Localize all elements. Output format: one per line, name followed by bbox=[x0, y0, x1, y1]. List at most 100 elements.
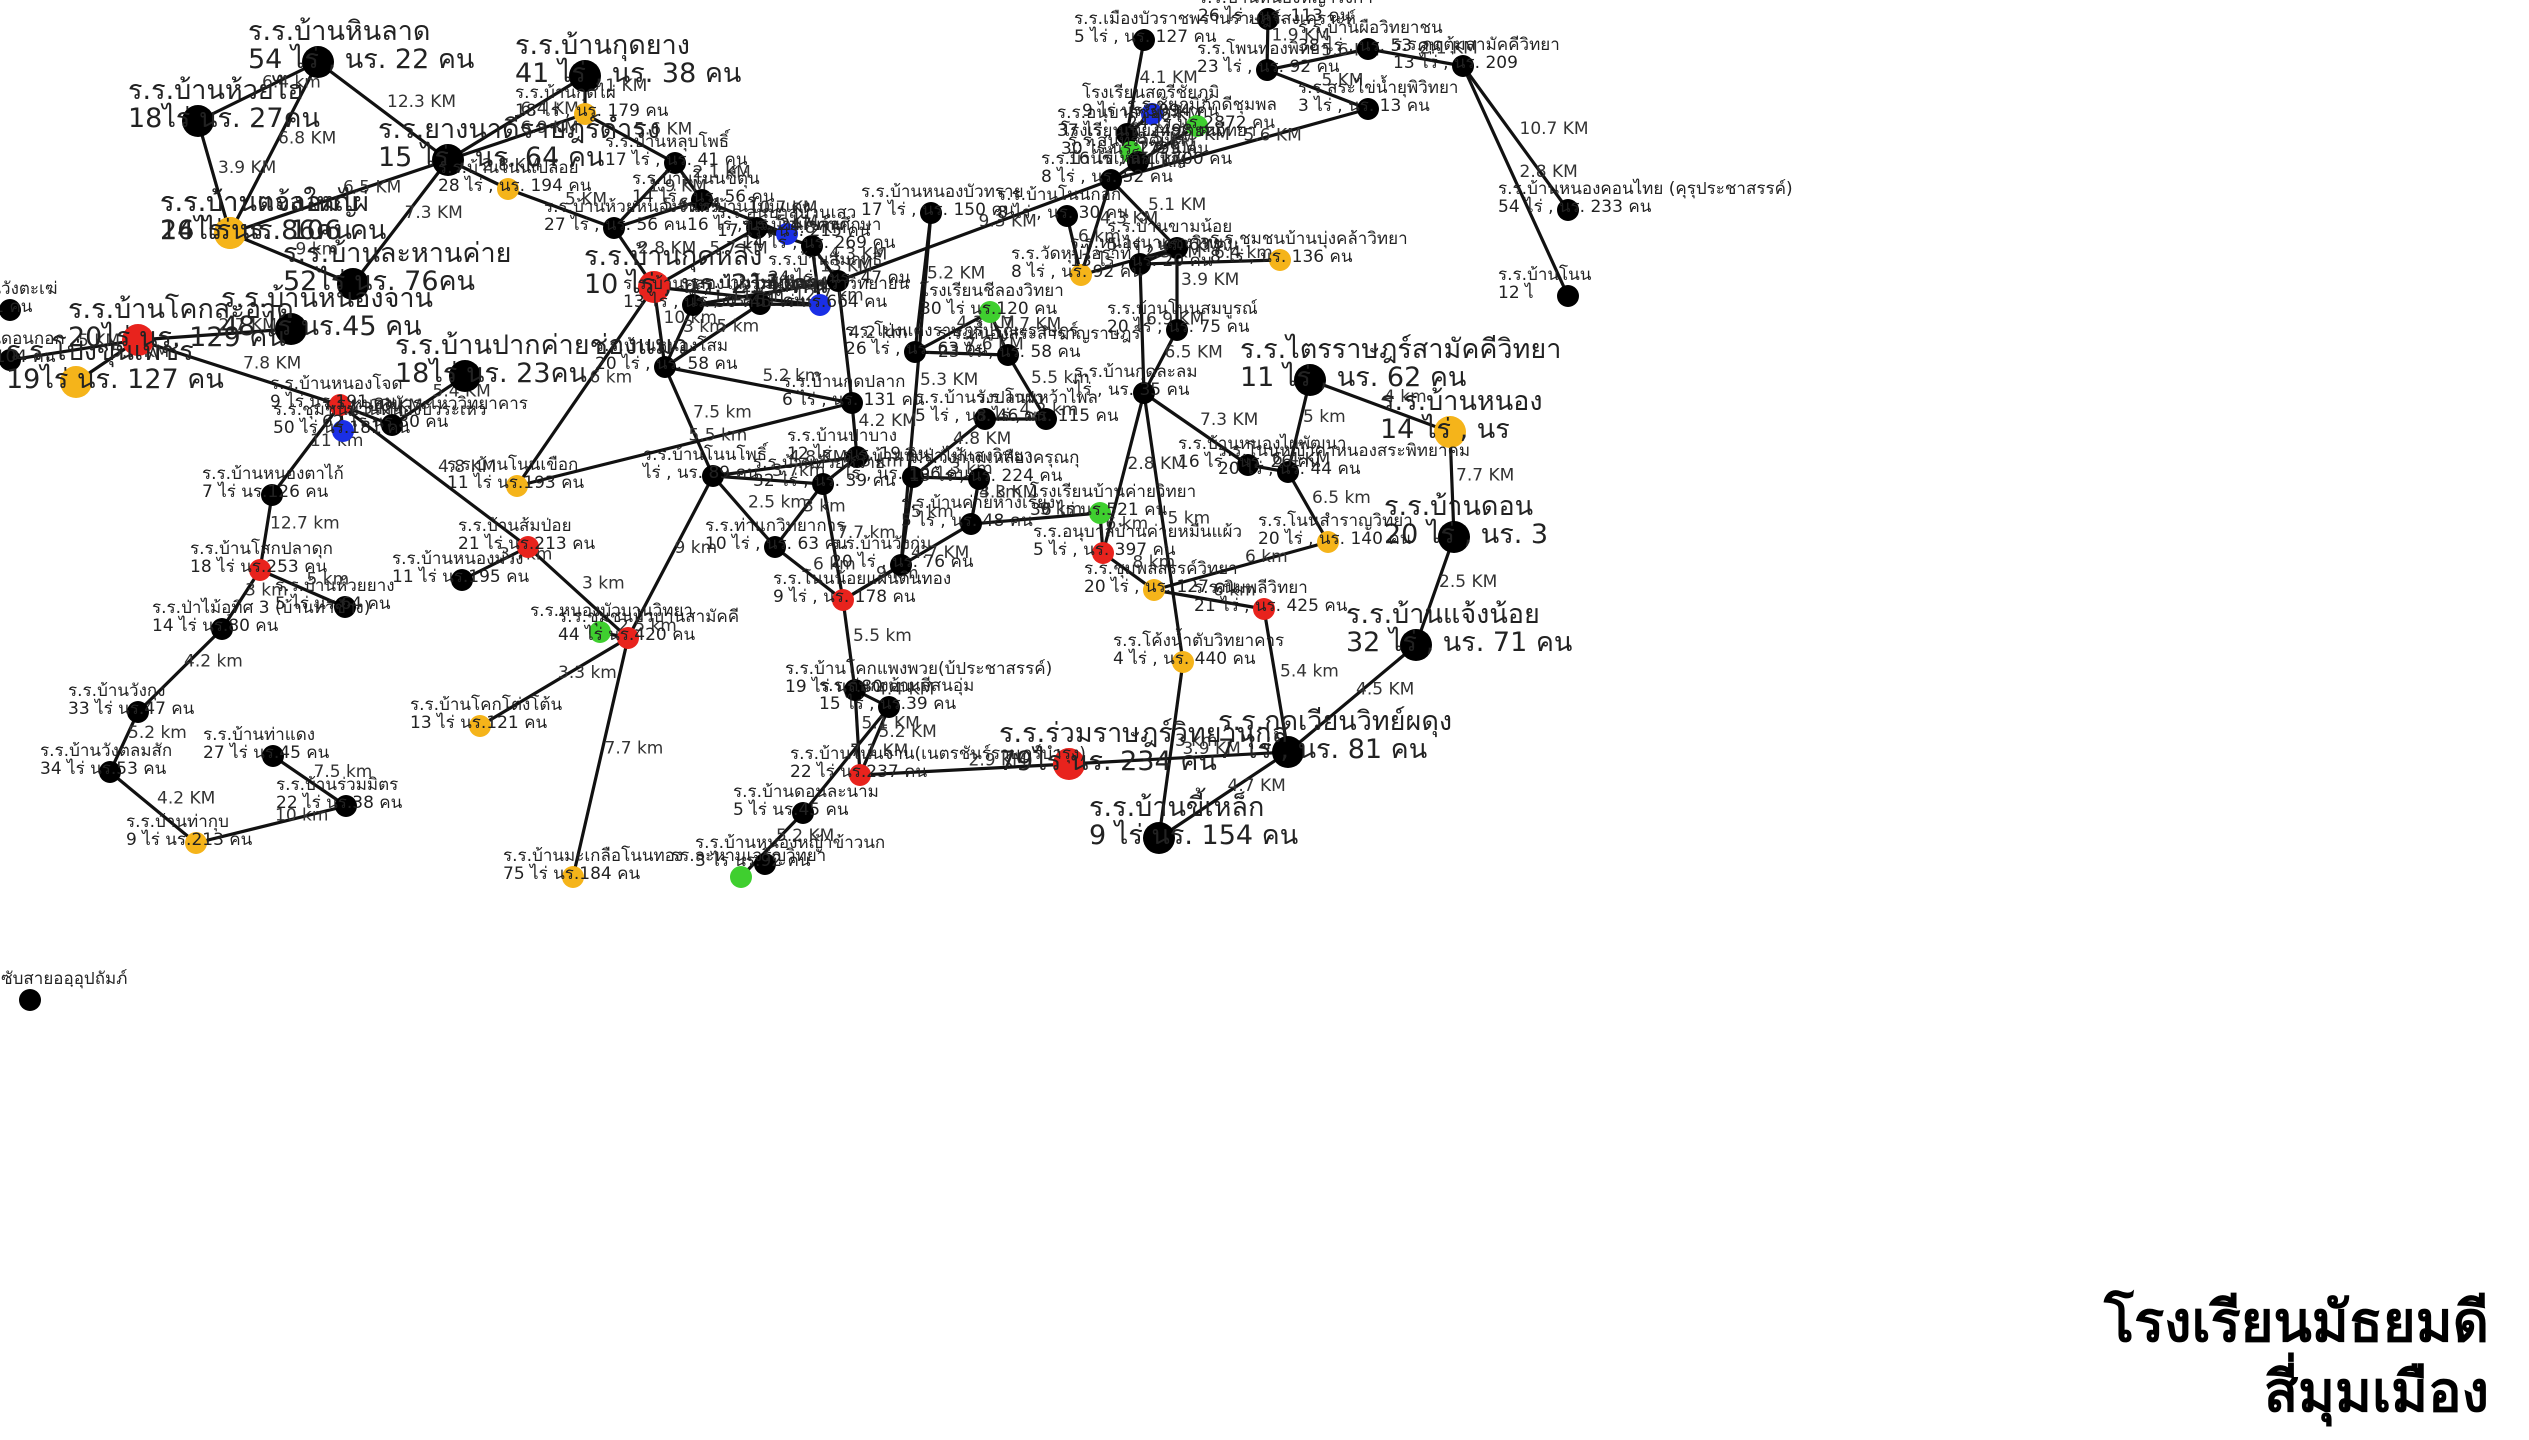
school-node[interactable] bbox=[0, 349, 21, 371]
school-node[interactable] bbox=[812, 473, 834, 495]
school-node[interactable] bbox=[329, 394, 351, 416]
school-node[interactable] bbox=[1357, 38, 1379, 60]
school-node[interactable] bbox=[334, 596, 356, 618]
school-node[interactable] bbox=[99, 761, 121, 783]
school-node[interactable] bbox=[979, 301, 1001, 323]
school-node[interactable] bbox=[920, 202, 942, 224]
school-node[interactable] bbox=[1237, 454, 1259, 476]
school-node[interactable] bbox=[1143, 822, 1175, 854]
school-node[interactable] bbox=[1256, 59, 1278, 81]
school-node[interactable] bbox=[603, 217, 625, 239]
school-node[interactable] bbox=[702, 465, 724, 487]
school-node[interactable] bbox=[1129, 253, 1151, 275]
school-node[interactable] bbox=[841, 392, 863, 414]
school-node[interactable] bbox=[249, 559, 271, 581]
school-node[interactable] bbox=[1070, 264, 1092, 286]
school-node[interactable] bbox=[749, 293, 771, 315]
school-node[interactable] bbox=[730, 866, 752, 888]
school-node[interactable] bbox=[1053, 748, 1085, 780]
school-node[interactable] bbox=[1438, 521, 1470, 553]
school-node[interactable] bbox=[1272, 736, 1304, 768]
school-node[interactable] bbox=[469, 715, 491, 737]
school-node[interactable] bbox=[1186, 115, 1208, 137]
school-node[interactable] bbox=[589, 621, 611, 643]
school-node[interactable] bbox=[214, 217, 246, 249]
school-node[interactable] bbox=[746, 217, 768, 239]
school-node[interactable] bbox=[878, 696, 900, 718]
school-node[interactable] bbox=[337, 268, 369, 300]
school-node[interactable] bbox=[1127, 151, 1149, 173]
school-node[interactable] bbox=[1557, 199, 1579, 221]
school-node[interactable] bbox=[302, 46, 334, 78]
school-node[interactable] bbox=[776, 223, 798, 245]
school-node[interactable] bbox=[1143, 579, 1165, 601]
school-node[interactable] bbox=[904, 341, 926, 363]
school-node[interactable] bbox=[335, 795, 357, 817]
school-node[interactable] bbox=[211, 618, 233, 640]
school-node[interactable] bbox=[1257, 8, 1279, 30]
school-node[interactable] bbox=[19, 989, 41, 1011]
school-node[interactable] bbox=[832, 589, 854, 611]
school-node[interactable] bbox=[682, 294, 704, 316]
school-node[interactable] bbox=[827, 270, 849, 292]
school-node[interactable] bbox=[1100, 169, 1122, 191]
school-node[interactable] bbox=[846, 446, 868, 468]
school-node[interactable] bbox=[1056, 205, 1078, 227]
school-node[interactable] bbox=[275, 313, 307, 345]
school-node[interactable] bbox=[1172, 651, 1194, 673]
school-node[interactable] bbox=[262, 745, 284, 767]
school-node[interactable] bbox=[1141, 103, 1163, 125]
school-node[interactable] bbox=[1089, 502, 1111, 524]
school-node[interactable] bbox=[1035, 408, 1057, 430]
school-node[interactable] bbox=[562, 866, 584, 888]
school-node[interactable] bbox=[1277, 461, 1299, 483]
school-node[interactable] bbox=[381, 414, 403, 436]
school-node[interactable] bbox=[754, 853, 776, 875]
school-node[interactable] bbox=[261, 484, 283, 506]
school-node[interactable] bbox=[1294, 364, 1326, 396]
school-node[interactable] bbox=[1092, 542, 1114, 564]
school-node[interactable] bbox=[60, 366, 92, 398]
school-node[interactable] bbox=[792, 802, 814, 824]
school-node[interactable] bbox=[849, 764, 871, 786]
school-node[interactable] bbox=[1133, 382, 1155, 404]
school-node[interactable] bbox=[997, 344, 1019, 366]
school-node[interactable] bbox=[1317, 531, 1339, 553]
school-node[interactable] bbox=[1116, 123, 1138, 145]
school-node[interactable] bbox=[764, 536, 786, 558]
school-node[interactable] bbox=[1452, 55, 1474, 77]
school-node[interactable] bbox=[1400, 629, 1432, 661]
school-node[interactable] bbox=[185, 832, 207, 854]
school-node[interactable] bbox=[1166, 237, 1188, 259]
school-node[interactable] bbox=[902, 466, 924, 488]
school-node[interactable] bbox=[122, 324, 154, 356]
school-node[interactable] bbox=[844, 679, 866, 701]
school-node[interactable] bbox=[569, 60, 601, 92]
school-node[interactable] bbox=[1557, 285, 1579, 307]
school-node[interactable] bbox=[968, 468, 990, 490]
school-node[interactable] bbox=[974, 408, 996, 430]
school-node[interactable] bbox=[332, 420, 354, 442]
school-node[interactable] bbox=[127, 701, 149, 723]
school-node[interactable] bbox=[506, 475, 528, 497]
school-node[interactable] bbox=[809, 294, 831, 316]
school-node[interactable] bbox=[664, 152, 686, 174]
school-node[interactable] bbox=[691, 189, 713, 211]
school-node[interactable] bbox=[638, 271, 670, 303]
school-node[interactable] bbox=[497, 178, 519, 200]
school-node[interactable] bbox=[1166, 319, 1188, 341]
school-node[interactable] bbox=[517, 536, 539, 558]
school-node[interactable] bbox=[801, 235, 823, 257]
school-node[interactable] bbox=[1357, 98, 1379, 120]
school-node[interactable] bbox=[617, 627, 639, 649]
school-node[interactable] bbox=[654, 356, 676, 378]
school-node[interactable] bbox=[890, 554, 912, 576]
school-node[interactable] bbox=[960, 513, 982, 535]
school-node[interactable] bbox=[1253, 598, 1275, 620]
school-node[interactable] bbox=[1434, 416, 1466, 448]
school-node[interactable] bbox=[1269, 249, 1291, 271]
school-node[interactable] bbox=[451, 569, 473, 591]
school-node[interactable] bbox=[1133, 29, 1155, 51]
school-node[interactable] bbox=[574, 103, 596, 125]
school-node[interactable] bbox=[182, 105, 214, 137]
